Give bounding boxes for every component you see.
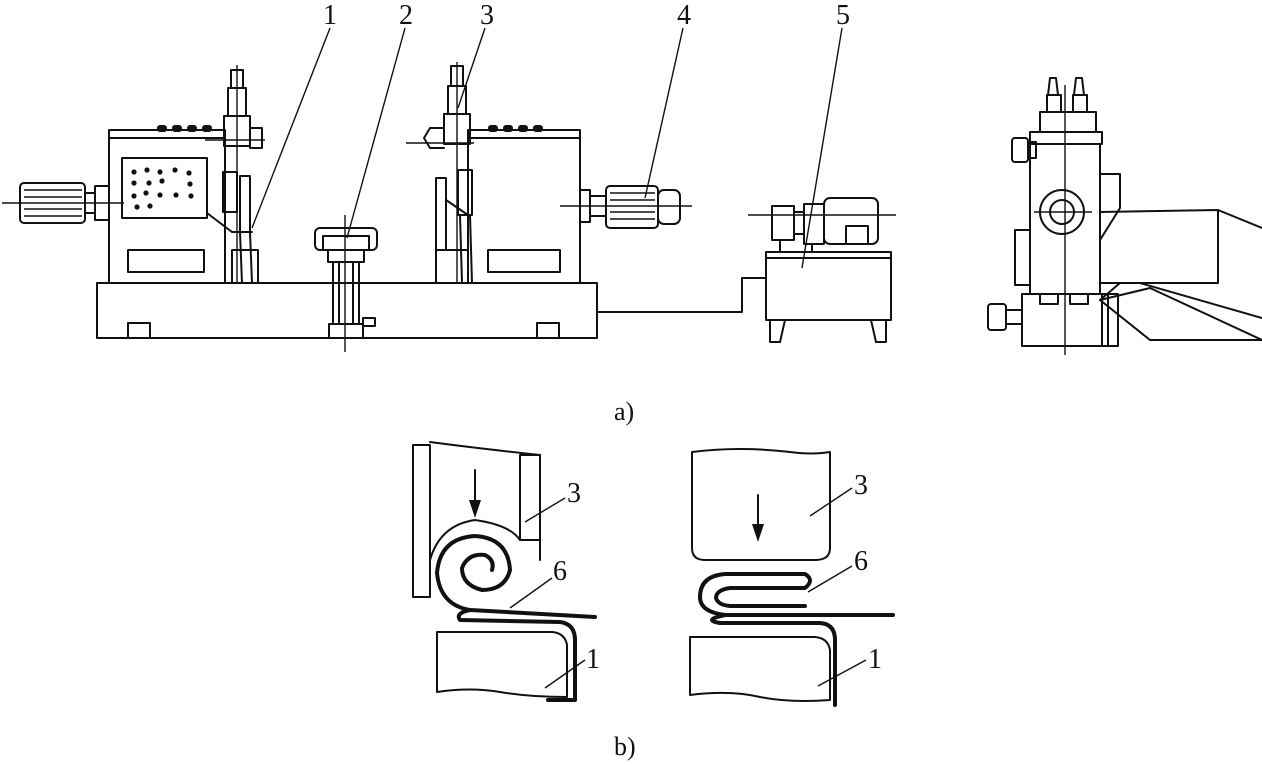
center-fixture — [314, 215, 378, 352]
right-callout-1: 1 — [868, 644, 882, 675]
machine-side-view — [987, 77, 1262, 355]
left-callout-6: 6 — [553, 556, 567, 587]
forming-tool-left — [231, 175, 253, 284]
callout-label-3: 3 — [480, 0, 494, 31]
curled-sheet — [435, 534, 597, 619]
left-spindle — [205, 65, 265, 283]
control-panel-dots — [131, 167, 194, 210]
right-spindle — [406, 62, 474, 284]
hydraulic-station — [748, 197, 896, 343]
left-motor — [2, 182, 124, 224]
flat-seam-detail — [689, 448, 895, 707]
curl-seam-detail — [412, 441, 597, 702]
view-a-callouts: 1 2 3 4 5 — [251, 0, 850, 269]
callout-label-5: 5 — [836, 0, 850, 31]
right-motor — [560, 185, 692, 229]
base-foot-left — [127, 322, 151, 339]
caption-b: b) — [614, 732, 636, 761]
callout-label-2: 2 — [399, 0, 413, 31]
caption-a: a) — [614, 397, 634, 426]
left-callout-3: 3 — [567, 478, 581, 509]
machine-front-view — [2, 62, 896, 352]
left-head-housing — [108, 125, 259, 284]
right-detail-callouts: 3 6 1 — [807, 470, 882, 687]
right-callout-6: 6 — [854, 546, 868, 577]
machine-base — [96, 282, 598, 339]
left-callout-1: 1 — [586, 644, 600, 675]
callout-label-1: 1 — [323, 0, 337, 31]
base-foot-right — [536, 322, 560, 339]
folded-sheet — [698, 572, 895, 617]
right-callout-3: 3 — [854, 470, 868, 501]
callout-label-4: 4 — [677, 0, 691, 31]
connecting-line — [596, 277, 767, 313]
left-detail-callouts: 3 6 1 — [509, 478, 600, 689]
